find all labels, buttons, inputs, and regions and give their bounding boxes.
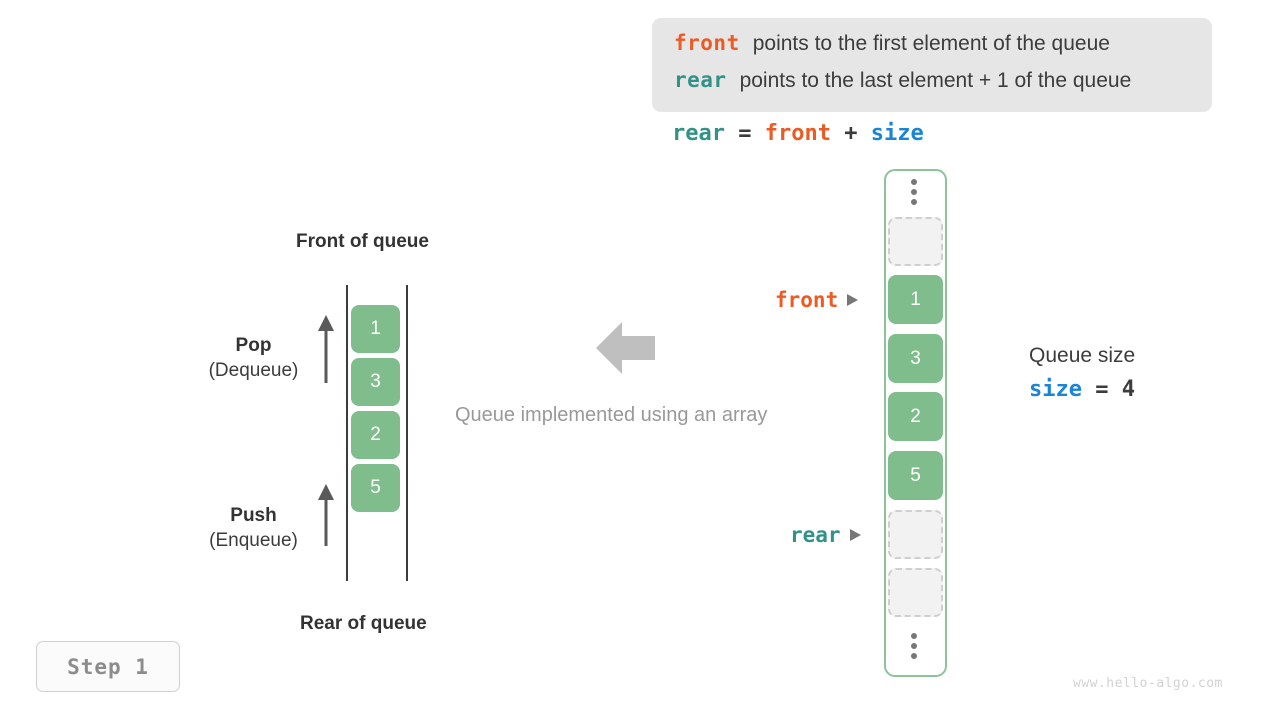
array-slot-filled: 2 (888, 392, 943, 441)
rear-pointer-triangle-icon (849, 529, 861, 541)
array-slot-filled: 1 (888, 275, 943, 324)
queue-size-annotation: Queue size size = 4 (1029, 344, 1135, 402)
legend-rear-keyword: rear (674, 68, 727, 92)
front-of-queue-label: Front of queue (296, 231, 429, 252)
push-title: Push (230, 505, 277, 526)
legend-line-rear: rear points to the last element + 1 of t… (674, 68, 1131, 93)
formula-front-term: front (764, 121, 831, 146)
array-ellipsis-bottom-icon (911, 633, 919, 659)
legend-front-description: points to the first element of the queue (752, 32, 1110, 55)
formula-rear-equals-front-plus-size: rear = front + size (672, 121, 924, 146)
size-equals-sign: = (1081, 377, 1122, 402)
formula-size-term: size (870, 121, 924, 146)
size-value: 4 (1121, 377, 1135, 402)
array-ellipsis-top-icon (911, 179, 919, 205)
rear-of-queue-label: Rear of queue (300, 613, 427, 634)
front-pointer-triangle-icon (847, 294, 859, 306)
queue-size-expression: size = 4 (1029, 377, 1135, 402)
push-operation-label: Push (Enqueue) (196, 505, 311, 552)
formula-rear-term: rear (672, 121, 725, 146)
formula-equals-sign: = (724, 121, 765, 146)
push-up-arrow-icon (318, 484, 334, 546)
legend-box: front points to the first element of the… (652, 18, 1212, 112)
watermark: www.hello-algo.com (1073, 676, 1223, 691)
queue-cell: 1 (351, 305, 400, 353)
step-badge: Step 1 (36, 641, 180, 692)
pop-subtitle: (Dequeue) (208, 360, 299, 381)
legend-front-keyword: front (674, 31, 740, 55)
array-front-pointer-label: front (775, 288, 839, 312)
array-front-pointer: front (775, 288, 859, 312)
array-slot-empty (888, 568, 943, 617)
push-subtitle: (Enqueue) (209, 530, 298, 551)
array-rear-pointer-label: rear (790, 523, 841, 547)
legend-rear-description: points to the last element + 1 of the qu… (739, 69, 1132, 92)
queue-cell: 2 (351, 411, 400, 459)
array-slot-empty (888, 510, 943, 559)
queue-cell: 5 (351, 464, 400, 512)
queue-cell: 3 (351, 358, 400, 406)
array-slot-filled: 3 (888, 334, 943, 383)
left-arrow-icon (596, 322, 655, 374)
queue-rail-left (346, 285, 348, 581)
array-slot-empty (888, 217, 943, 266)
legend-line-front: front points to the first element of the… (674, 31, 1110, 56)
array-rear-pointer: rear (790, 523, 861, 547)
size-keyword: size (1029, 377, 1082, 402)
queue-rail-right (406, 285, 408, 581)
center-caption: Queue implemented using an array (455, 404, 768, 426)
formula-plus-sign: + (830, 121, 871, 146)
queue-size-title: Queue size (1029, 344, 1136, 367)
pop-operation-label: Pop (Dequeue) (196, 335, 311, 382)
pop-up-arrow-icon (318, 315, 334, 383)
pop-title: Pop (235, 335, 272, 356)
array-slot-filled: 5 (888, 451, 943, 500)
